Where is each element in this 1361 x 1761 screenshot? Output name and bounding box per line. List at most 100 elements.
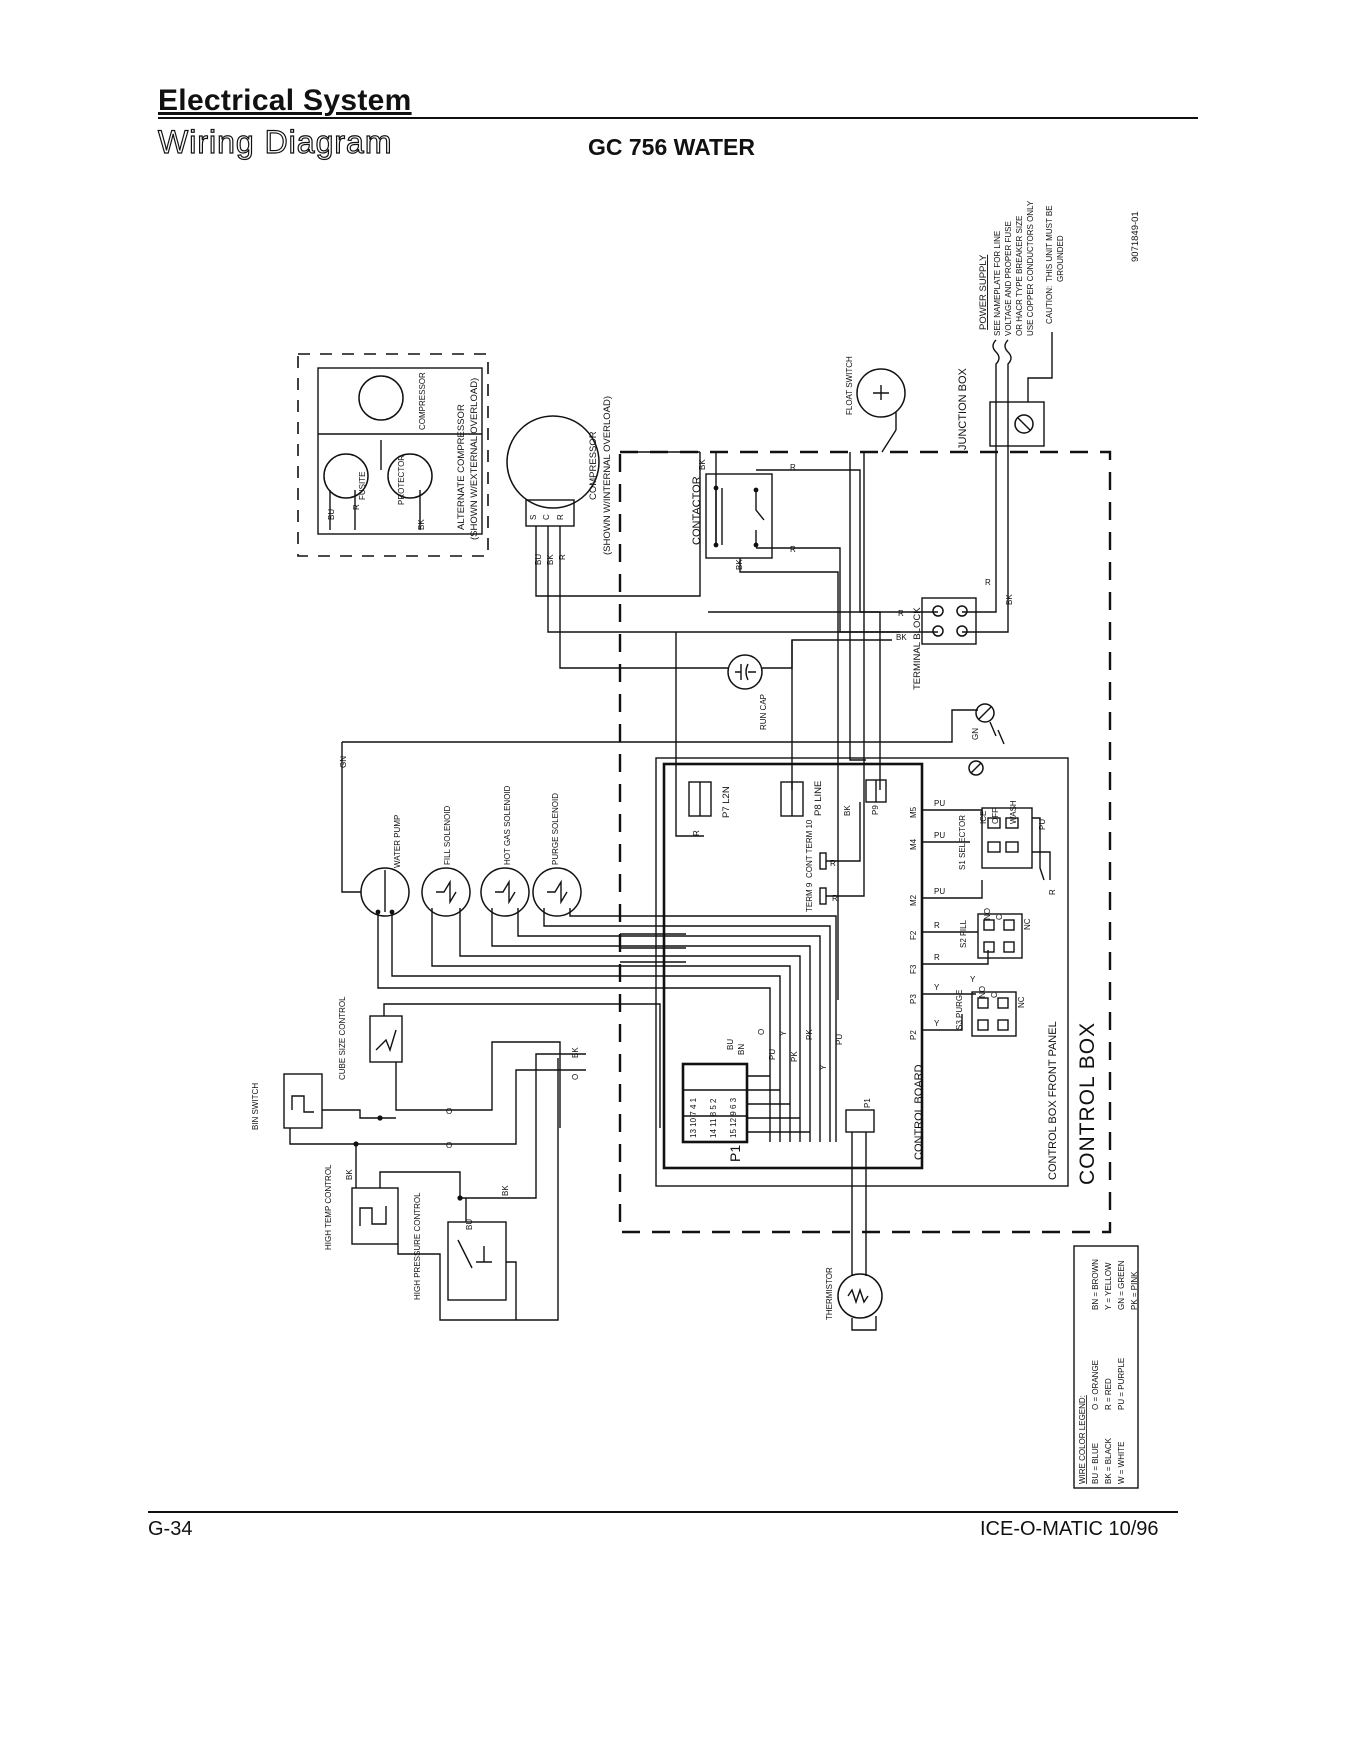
board-pin-f3: F3 <box>909 964 918 974</box>
cont-term-10 <box>819 802 861 870</box>
power-supply-note-2: VOLTAGE AND PROPER FUSE <box>1004 221 1013 336</box>
high-pressure-control <box>447 1221 507 1301</box>
bin-wire-o-2: O <box>446 1141 452 1150</box>
float-switch-label: FLOAT SWITCH <box>845 356 854 415</box>
section-title: Electrical System <box>158 84 412 117</box>
pin-wire-r-1: R <box>934 921 940 930</box>
main-compressor-label: COMPRESSOR <box>588 431 599 500</box>
legend-pk: PK = PINK <box>1130 1271 1139 1310</box>
terminal-wire-bk: BK <box>896 633 907 642</box>
p1-pin-row2: 14 11 8 5 2 <box>709 1098 718 1138</box>
cube-size-control <box>369 1015 403 1063</box>
harness-wire-pk-1: PK <box>790 1051 799 1062</box>
water-pump-label: WATER PUMP <box>393 815 402 868</box>
control-box-label: CONTROL BOX <box>1076 1022 1099 1185</box>
pin-wire-y-2: Y <box>934 1019 940 1028</box>
p1-connector <box>681 1062 749 1144</box>
drawing-number: 9071849-01 <box>1130 211 1141 262</box>
wiring-controls <box>289 1003 661 1321</box>
main-compressor-note: (SHOWN W/INTERNAL OVERLOAD) <box>602 396 613 555</box>
legend-r: R = RED <box>1104 1378 1113 1410</box>
caution-text: THIS UNIT MUST BE <box>1045 205 1054 282</box>
alt-compressor-label: ALTERNATE COMPRESSOR <box>456 404 467 530</box>
power-supply-title: POWER SUPPLY <box>978 254 989 330</box>
board-pin-f2: F2 <box>909 930 918 940</box>
s1-selector-label: S1 SELECTOR <box>958 815 967 870</box>
contactor-wire-r-bot: R <box>790 545 796 554</box>
power-supply-note-1: SEE NAMEPLATE FOR LINE <box>993 231 1002 336</box>
harness-wire-pu: PU <box>768 1049 777 1060</box>
wire-color-legend <box>1073 1245 1139 1489</box>
thermistor-label: THERMISTOR <box>825 1267 834 1320</box>
control-board-label: CONTROL BOARD <box>913 1064 925 1160</box>
p8-label: P8 LINE <box>813 781 824 816</box>
s3-wire-y: Y <box>970 975 976 984</box>
board-pin-m2: M2 <box>909 894 918 906</box>
terminal-block <box>921 597 977 645</box>
power-supply-note-3: OR HACR TYPE BREAKER SIZE <box>1015 216 1024 336</box>
purge-solenoid <box>532 867 582 917</box>
s1-wire-r: R <box>1048 889 1057 895</box>
alt-wire-tag-bk: BK <box>417 519 426 530</box>
p8-wire-bk: BK <box>843 805 852 816</box>
harness-wire-o-2: O <box>571 1074 580 1080</box>
pin-wire-pu-3: PU <box>934 887 945 896</box>
s2-c-label: C <box>995 914 1004 920</box>
s2-no-label: NO <box>983 908 992 920</box>
hot-gas-solenoid <box>480 867 530 917</box>
legend-w: W = WHITE <box>1117 1442 1126 1484</box>
page-header: Electrical System Wiring Diagram GC 756 … <box>157 84 1198 161</box>
pin-wire-pu-2: PU <box>934 831 945 840</box>
water-pump <box>360 867 410 917</box>
cont-term-label: CONT TERM 10 <box>805 819 814 878</box>
pump-ground-gn: GN <box>339 756 348 768</box>
compressor-wire-r: R <box>558 554 567 560</box>
brand-date: ICE-O-MATIC 10/96 <box>980 1518 1159 1540</box>
supply-wire-bk: BK <box>1005 594 1014 605</box>
front-panel-label: CONTROL BOX FRONT PANEL <box>1047 1021 1059 1180</box>
high-temp-control-label: HIGH TEMP CONTROL <box>324 1164 333 1250</box>
harness-wire-o: O <box>757 1029 766 1035</box>
alt-compressor-note-label: (SHOWN W/EXTERNAL OVERLOAD) <box>469 378 480 540</box>
wiring-power <box>341 451 1009 1000</box>
s3-nc-label: NC <box>1017 996 1026 1008</box>
hot-gas-solenoid-label: HOT GAS SOLENOID <box>503 785 512 865</box>
front-panel-outline <box>655 757 1069 1187</box>
legend-title: WIRE COLOR LEGEND: <box>1078 1395 1087 1484</box>
main-compressor <box>506 415 600 590</box>
harness-wire-bu: BU <box>726 1039 735 1050</box>
p9-connector <box>865 779 887 803</box>
harness-wire-y-2: Y <box>819 1064 828 1070</box>
thermistor <box>837 1132 883 1331</box>
alt-wire-tag-bu: BU <box>327 509 336 520</box>
wiring-loads <box>377 908 837 1142</box>
bin-switch-label: BIN SWITCH <box>251 1083 260 1130</box>
high-temp-wire-bk: BK <box>345 1169 354 1180</box>
legend-o: O = ORANGE <box>1091 1360 1100 1410</box>
legend-bk: BK = BLACK <box>1104 1437 1113 1484</box>
p9-label: P9 <box>871 805 880 815</box>
footer-rule <box>148 1511 1178 1513</box>
ground-lead <box>1027 332 1053 402</box>
supply-lead-2 <box>1004 339 1012 452</box>
bin-wire-o-1: O <box>446 1107 452 1116</box>
junction-box-label: JUNCTION BOX <box>957 367 969 450</box>
pin-wire-pu-1: PU <box>934 799 945 808</box>
purge-solenoid-label: PURGE SOLENOID <box>551 793 560 865</box>
term-9-label: TERM 9 <box>805 882 814 912</box>
harness-wire-pk-2: PK <box>805 1029 814 1040</box>
s2-fill-switch <box>977 913 1023 959</box>
board-pin-m5: M5 <box>909 806 918 818</box>
terminal-block-label: TERMINAL BLOCK <box>912 607 923 690</box>
compressor-pin-c: C <box>542 514 551 520</box>
alt-wire-tag-r: R <box>352 504 361 510</box>
p7-connector <box>688 781 712 817</box>
supply-wire-r: R <box>985 578 991 587</box>
cube-size-control-label: CUBE SIZE CONTROL <box>338 996 347 1080</box>
high-pressure-wire-bu: BU <box>465 1219 474 1230</box>
ground-lug-top <box>975 703 995 723</box>
caution-text-2: GROUNDED <box>1056 235 1065 282</box>
term-9 <box>819 790 865 905</box>
control-box-outline <box>618 450 1112 1234</box>
alt-compressor-tag-label: COMPRESSOR <box>418 372 427 430</box>
